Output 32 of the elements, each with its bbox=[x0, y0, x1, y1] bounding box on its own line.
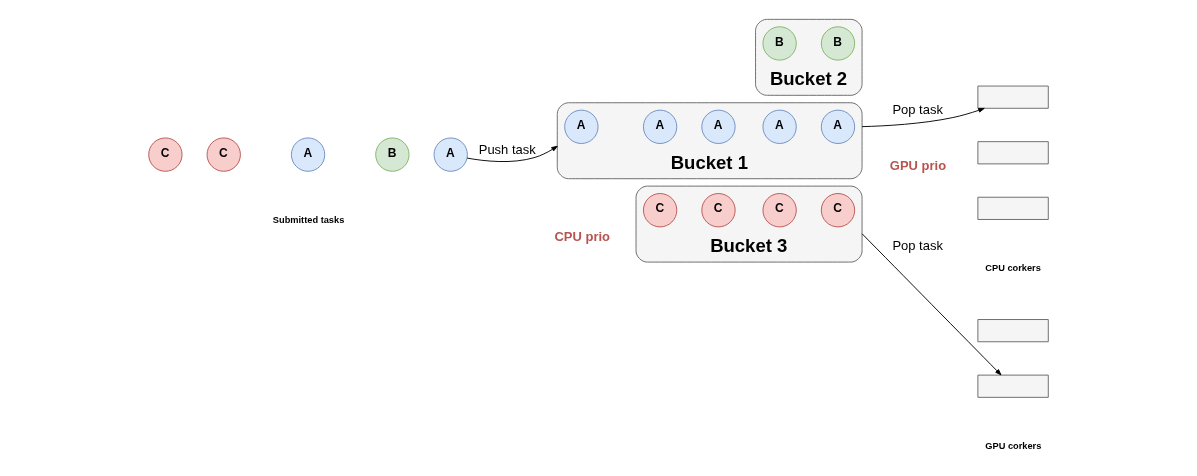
node-box bbox=[977, 141, 1049, 165]
edge-label: Push task bbox=[478, 141, 536, 157]
edge-label: Pop task bbox=[892, 238, 943, 254]
node-circle: A bbox=[564, 109, 599, 144]
node-circle: B bbox=[820, 26, 856, 61]
node-box bbox=[977, 85, 1049, 109]
node-circle: B bbox=[375, 137, 410, 172]
label: GPU corkers bbox=[985, 440, 1042, 451]
node-circle: C bbox=[642, 193, 678, 228]
node-box bbox=[977, 196, 1049, 220]
node-box bbox=[977, 319, 1049, 343]
node-circle: C bbox=[206, 137, 241, 172]
edge-label: Pop task bbox=[892, 102, 943, 118]
arrow bbox=[861, 107, 985, 128]
node-circle: B bbox=[762, 26, 797, 61]
node-box bbox=[977, 374, 1049, 398]
node-circle: A bbox=[433, 137, 468, 172]
label: CPU prio bbox=[554, 228, 610, 244]
node-circle: C bbox=[762, 193, 797, 228]
node-circle: C bbox=[820, 193, 856, 228]
node-circle: C bbox=[701, 193, 736, 228]
node-circle: A bbox=[820, 109, 856, 144]
node-circle: C bbox=[148, 137, 183, 172]
label: Submitted tasks bbox=[272, 214, 345, 225]
node-circle: A bbox=[762, 109, 797, 144]
node-circle: A bbox=[290, 137, 326, 172]
arrow bbox=[861, 233, 1002, 376]
label: GPU prio bbox=[889, 158, 947, 174]
arrow bbox=[466, 145, 558, 163]
label: CPU corkers bbox=[985, 262, 1041, 273]
node-circle: A bbox=[642, 109, 678, 144]
node-circle: A bbox=[701, 109, 736, 144]
